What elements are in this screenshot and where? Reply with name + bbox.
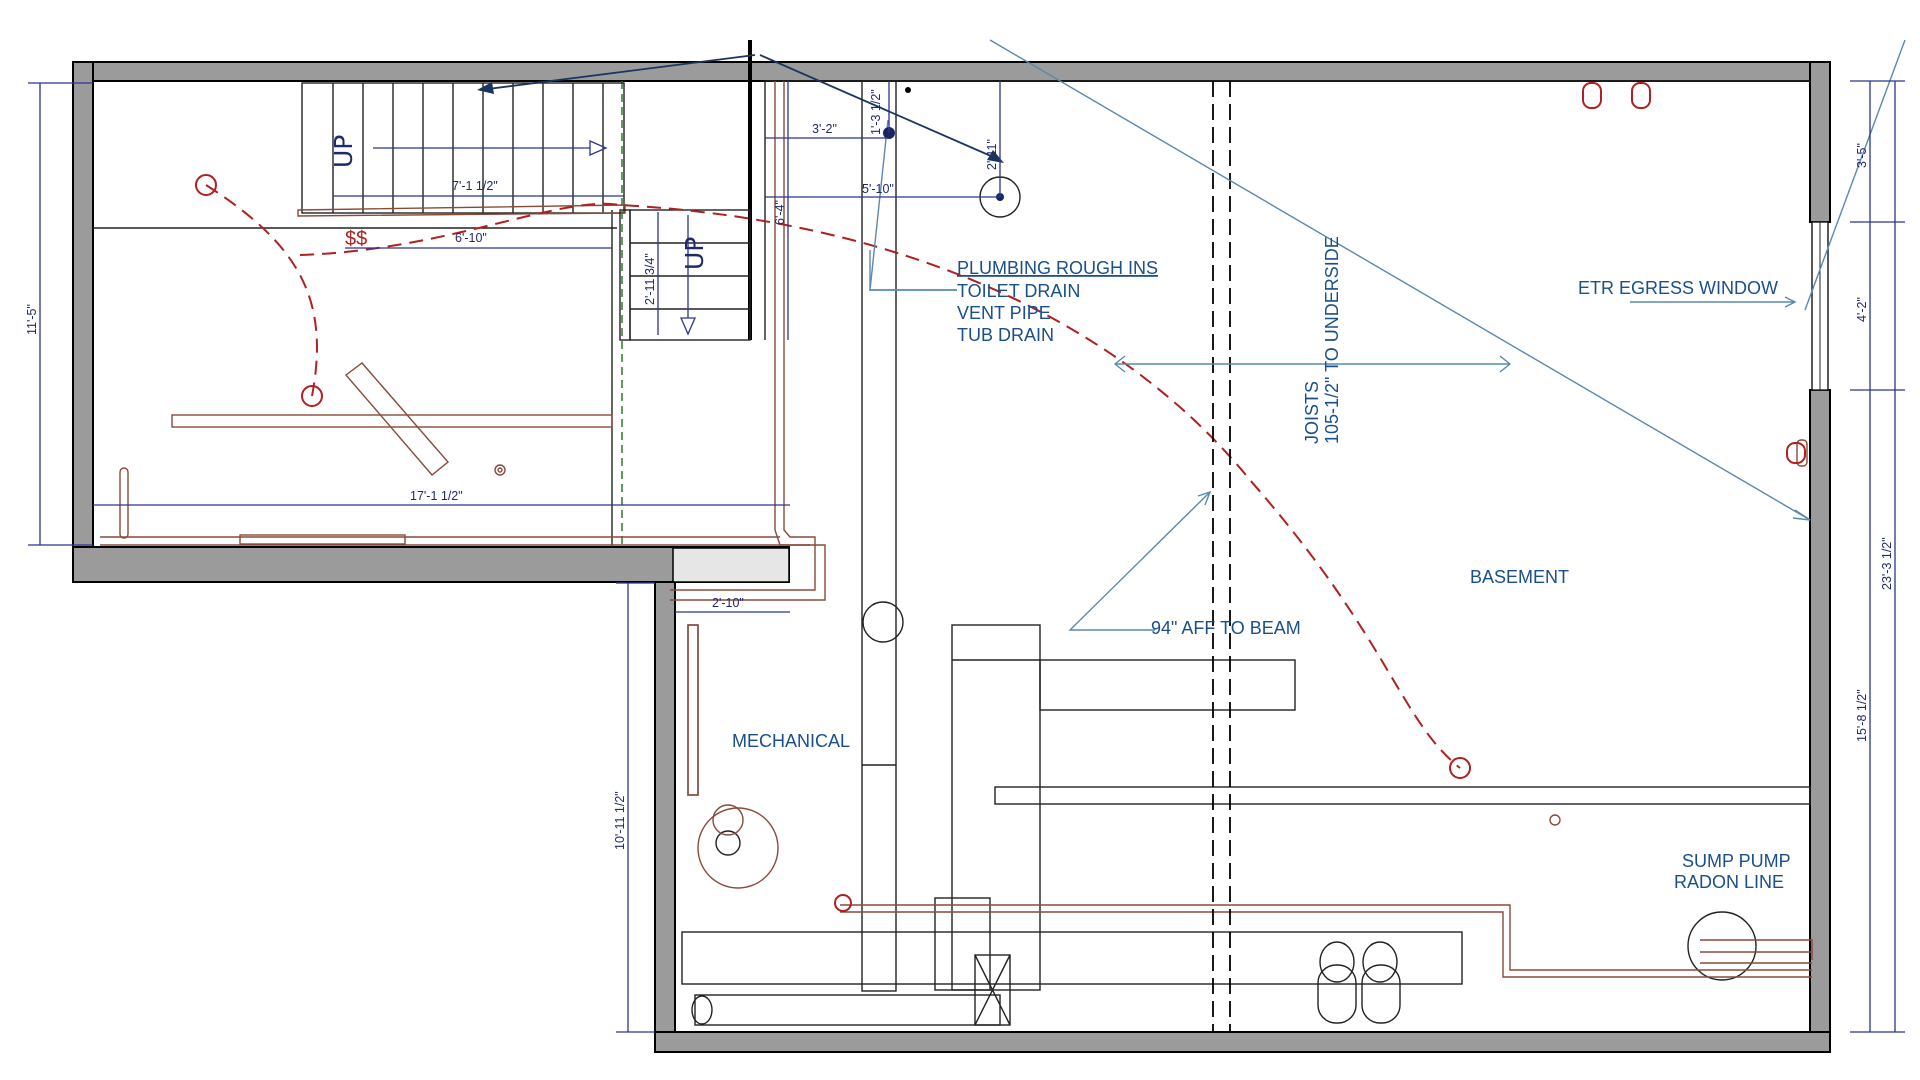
dim-toilet-offset-y: 2'-11" <box>985 139 999 170</box>
mechanical-equipment <box>681 80 1811 1026</box>
switch-symbol: $$ <box>345 228 367 250</box>
mechanical-label: MECHANICAL <box>732 731 850 751</box>
tub-drain-label: TUB DRAIN <box>957 325 1054 345</box>
wall-right-upper <box>1809 61 1831 223</box>
joists-height-label: 105-1/2" TO UNDERSIDE <box>1322 236 1342 444</box>
wall-right-lower <box>1809 389 1831 1053</box>
wall-left-bottom <box>72 546 790 583</box>
dim-landing-depth: 2'-11 3/4" <box>643 253 657 305</box>
egress-window <box>1811 221 1829 391</box>
dim-stair-lower: 6'-10" <box>455 231 487 245</box>
leader-arrows <box>477 39 1906 631</box>
dim-right-lower: 15'-8 1/2" <box>1855 689 1869 742</box>
wall-stub <box>672 547 790 583</box>
vent-pipe-label: VENT PIPE <box>957 303 1051 323</box>
dim-vent-offset-y: 1'-3 1/2" <box>869 89 883 135</box>
dim-mech-width: 2'-10" <box>712 596 744 610</box>
dim-mech-height: 10'-11 1/2" <box>613 791 627 850</box>
annotations: PLUMBING ROUGH INS TOILET DRAIN VENT PIP… <box>732 236 1791 892</box>
main-stair: UP <box>297 82 626 217</box>
plumbing-pipes <box>100 81 1813 978</box>
dim-right-total: 23'-3 1/2" <box>1880 537 1894 590</box>
dim-stair-run: 7'-1 1/2" <box>452 179 498 193</box>
joists-label: JOISTS <box>1302 381 1322 444</box>
wall-left <box>72 61 94 583</box>
dim-bottom-width: 17'-1 1/2" <box>410 489 463 503</box>
wall-mechanical-left <box>654 581 676 1053</box>
egress-window-label: ETR EGRESS WINDOW <box>1578 278 1778 298</box>
dim-left-height: 11'-5" <box>25 304 39 335</box>
basement-label: BASEMENT <box>1470 567 1569 587</box>
dim-window-width: 4'-2" <box>1855 297 1869 322</box>
landing-stair: UP <box>619 209 751 341</box>
landing-up-label: UP <box>680 237 709 270</box>
wall-top <box>72 61 1831 82</box>
toilet-drain-label: TOILET DRAIN <box>957 281 1080 301</box>
dim-toilet-offset-x: 5'-10" <box>862 182 894 196</box>
wall-bottom <box>654 1031 1831 1053</box>
stair-up-label: UP <box>329 135 358 168</box>
beam-line <box>1212 81 1231 1032</box>
radon-line-label: RADON LINE <box>1674 872 1784 892</box>
plumbing-rough-ins-label: PLUMBING ROUGH INS <box>957 258 1158 278</box>
dim-vent-offset-x: 3'-2" <box>812 122 837 136</box>
beam-height-label: 94" AFF TO BEAM <box>1151 618 1301 638</box>
exterior-walls <box>72 61 1831 1053</box>
sump-pump-label: SUMP PUMP <box>1682 851 1791 871</box>
electrical-runs: $$ <box>195 82 1806 912</box>
dimension-lines: 11'-5" 7'-1 1/2" 6'-10" 2'-11 3/4" 17'-1… <box>25 80 1905 1033</box>
dim-right-top: 3'-5" <box>1855 143 1869 168</box>
partitions <box>93 40 1810 547</box>
dim-stair-to-wall: 6'-4" <box>773 200 787 225</box>
